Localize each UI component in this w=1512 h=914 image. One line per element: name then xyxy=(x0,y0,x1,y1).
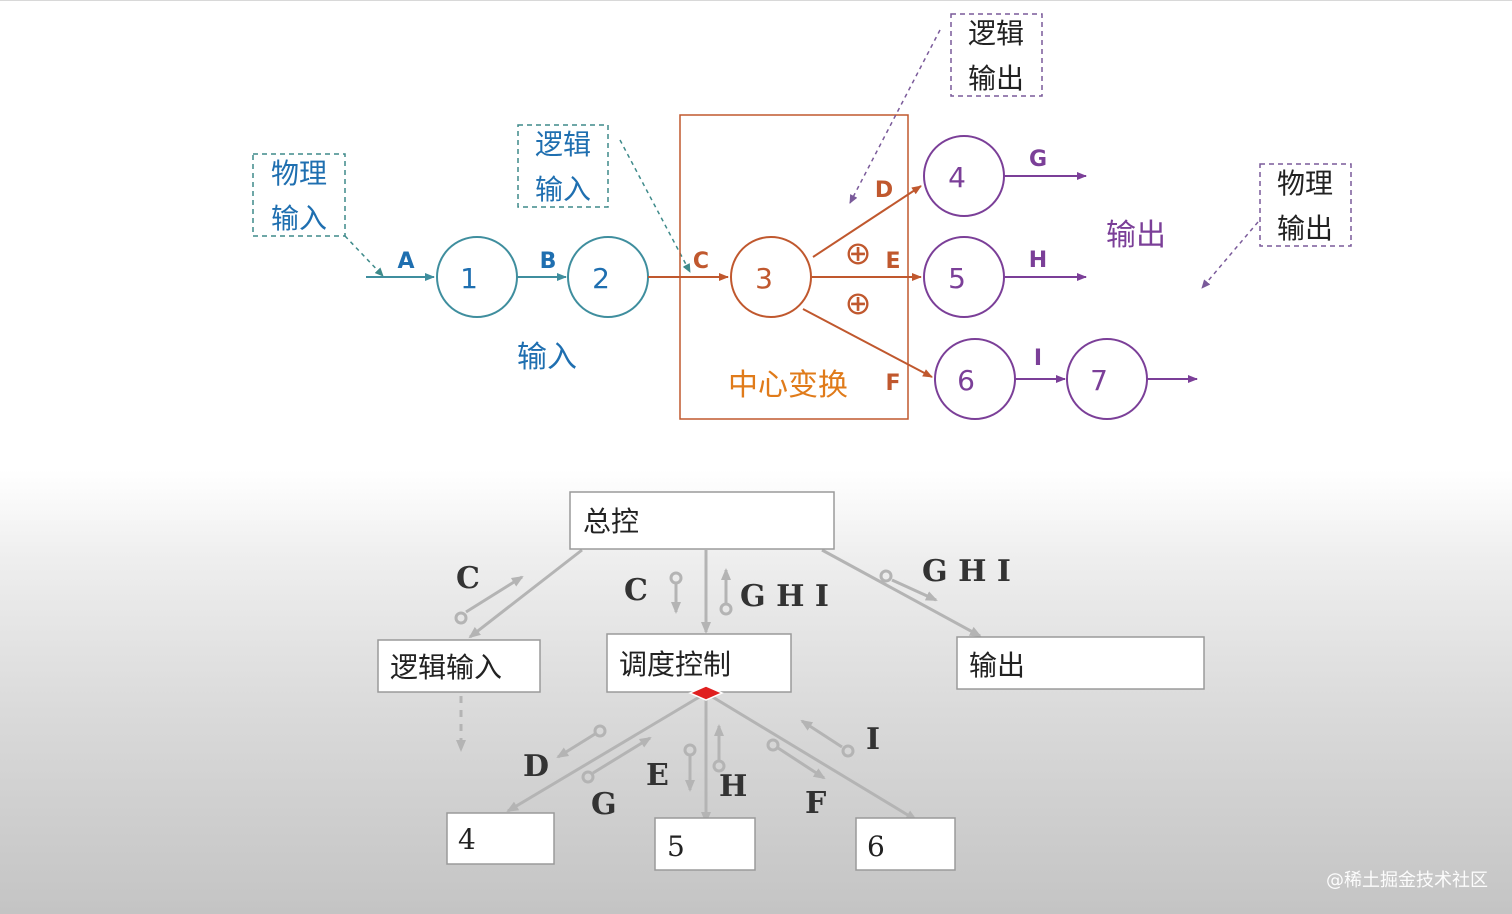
logical-output-line2: 输出 xyxy=(968,62,1024,95)
dispatch-module-label: 调度控制 xyxy=(619,648,731,681)
center-transform-label: 中心变换 xyxy=(728,368,848,403)
dispatch-to-leaf-4-line xyxy=(506,691,707,813)
physical-output-box: 物理 输出 xyxy=(1259,163,1352,247)
flow-i-label: I xyxy=(1034,346,1042,371)
node-1-label: 1 xyxy=(460,262,478,295)
flow-ghi-right-arrow xyxy=(891,578,938,602)
leaf-5-module: 5 xyxy=(654,817,756,871)
flow-e-label: E xyxy=(885,249,900,274)
logical-input-line1: 逻辑 xyxy=(535,128,591,161)
logical-output-box: 逻辑 输出 xyxy=(950,13,1043,97)
root-box: 总控 xyxy=(569,491,835,550)
node-2-label: 2 xyxy=(592,262,610,295)
flow-d-bottom-label: D xyxy=(523,749,549,784)
root-label: 总控 xyxy=(583,505,639,538)
flow-ghi-mid-label: G H I xyxy=(740,579,829,614)
leaf-5-label: 5 xyxy=(667,830,685,863)
input-label: 输入 xyxy=(517,340,577,375)
flow-g-label: G xyxy=(1029,147,1047,172)
flow-h-bottom-label: H xyxy=(719,769,747,804)
flow-i-bottom-label: I xyxy=(866,722,880,757)
node-2: 2 xyxy=(567,236,649,318)
output-module: 输出 xyxy=(956,636,1205,690)
structure-connectors xyxy=(468,548,982,824)
node-3: 3 xyxy=(730,236,812,318)
top-border xyxy=(0,0,1512,1)
flow-d-arrow-bottom xyxy=(556,732,596,759)
flow-b-label: B xyxy=(540,249,557,274)
output-label: 输出 xyxy=(1106,218,1166,253)
node-6: 6 xyxy=(934,338,1016,420)
physical-input-pointer xyxy=(344,235,384,277)
flow-c-left-label: C xyxy=(456,561,480,596)
flow-d-arrow xyxy=(812,185,922,258)
xor-symbol-lower: ⊕ xyxy=(845,284,872,322)
flow-d-label: D xyxy=(875,178,893,203)
leaf-4-label: 4 xyxy=(458,823,476,856)
logical-input-module: 逻辑输入 xyxy=(377,639,541,693)
flow-h-tail-dot xyxy=(712,759,726,773)
flow-c-label: C xyxy=(693,249,709,274)
leaf-6-label: 6 xyxy=(867,830,885,863)
flow-i-arrow-bottom xyxy=(800,719,843,749)
leaf-6-module: 6 xyxy=(855,817,956,871)
logical-output-line1: 逻辑 xyxy=(968,17,1024,50)
node-7: 7 xyxy=(1066,338,1148,420)
physical-output-pointer xyxy=(1201,221,1259,289)
flow-c-up-arrow xyxy=(465,575,524,614)
logical-input-line2: 输入 xyxy=(535,173,591,206)
physical-input-box: 物理 输入 xyxy=(252,153,346,237)
flow-c-mid-label: C xyxy=(624,573,648,608)
logical-input-module-label: 逻辑输入 xyxy=(390,651,502,684)
flow-h-label: H xyxy=(1029,248,1047,273)
physical-output-line1: 物理 xyxy=(1277,167,1333,200)
flow-ghi-right-label: G H I xyxy=(922,554,1011,589)
node-4-label: 4 xyxy=(948,161,966,194)
xor-symbol-upper: ⊕ xyxy=(845,234,872,272)
logical-output-pointer xyxy=(849,29,941,204)
flow-e-tail-dot xyxy=(683,743,697,757)
flow-e-bottom-label: E xyxy=(646,758,669,793)
flow-a-label: A xyxy=(397,249,414,274)
flow-f-arrow-bottom xyxy=(777,746,826,780)
node-6-label: 6 xyxy=(957,364,975,397)
flow-ghi-right-tail-dot xyxy=(879,569,893,583)
logical-input-box: 逻辑 输入 xyxy=(517,124,609,208)
dispatch-to-leaf-6-line xyxy=(705,691,918,822)
root-to-logical-input-line xyxy=(468,548,583,639)
center-transform-box xyxy=(679,114,909,420)
dispatch-module: 调度控制 xyxy=(606,633,792,693)
watermark: @稀土掘金技术社区 xyxy=(1326,870,1488,891)
flow-c-tail-dot xyxy=(454,611,468,625)
logical-input-pointer xyxy=(619,139,691,273)
node-4: 4 xyxy=(923,135,1005,217)
node-3-label: 3 xyxy=(755,262,773,295)
physical-input-line1: 物理 xyxy=(271,157,327,190)
node-7-label: 7 xyxy=(1090,364,1108,397)
flow-d-tail-dot xyxy=(593,724,607,738)
physical-input-line2: 输入 xyxy=(271,202,327,235)
flow-f-label: F xyxy=(885,371,900,396)
root-to-output-line xyxy=(821,548,982,638)
flow-f-arrow xyxy=(802,308,933,378)
flow-i-tail-dot xyxy=(841,744,855,758)
flow-ghi-tail-dot xyxy=(719,602,733,616)
flow-f-bottom-label: F xyxy=(805,786,826,821)
node-1: 1 xyxy=(436,236,518,318)
flow-g-arrow-bottom xyxy=(592,736,652,775)
flow-f-tail-dot xyxy=(766,738,780,752)
flow-g-bottom-label: G xyxy=(591,787,617,822)
leaf-4-module: 4 xyxy=(446,812,555,865)
node-5: 5 xyxy=(923,236,1005,318)
flow-c-mid-tail-dot xyxy=(669,571,683,585)
physical-output-line2: 输出 xyxy=(1277,212,1333,245)
node-5-label: 5 xyxy=(948,262,966,295)
flow-g-tail-dot xyxy=(581,770,595,784)
output-module-label: 输出 xyxy=(969,649,1025,682)
selection-diamond xyxy=(688,685,724,701)
